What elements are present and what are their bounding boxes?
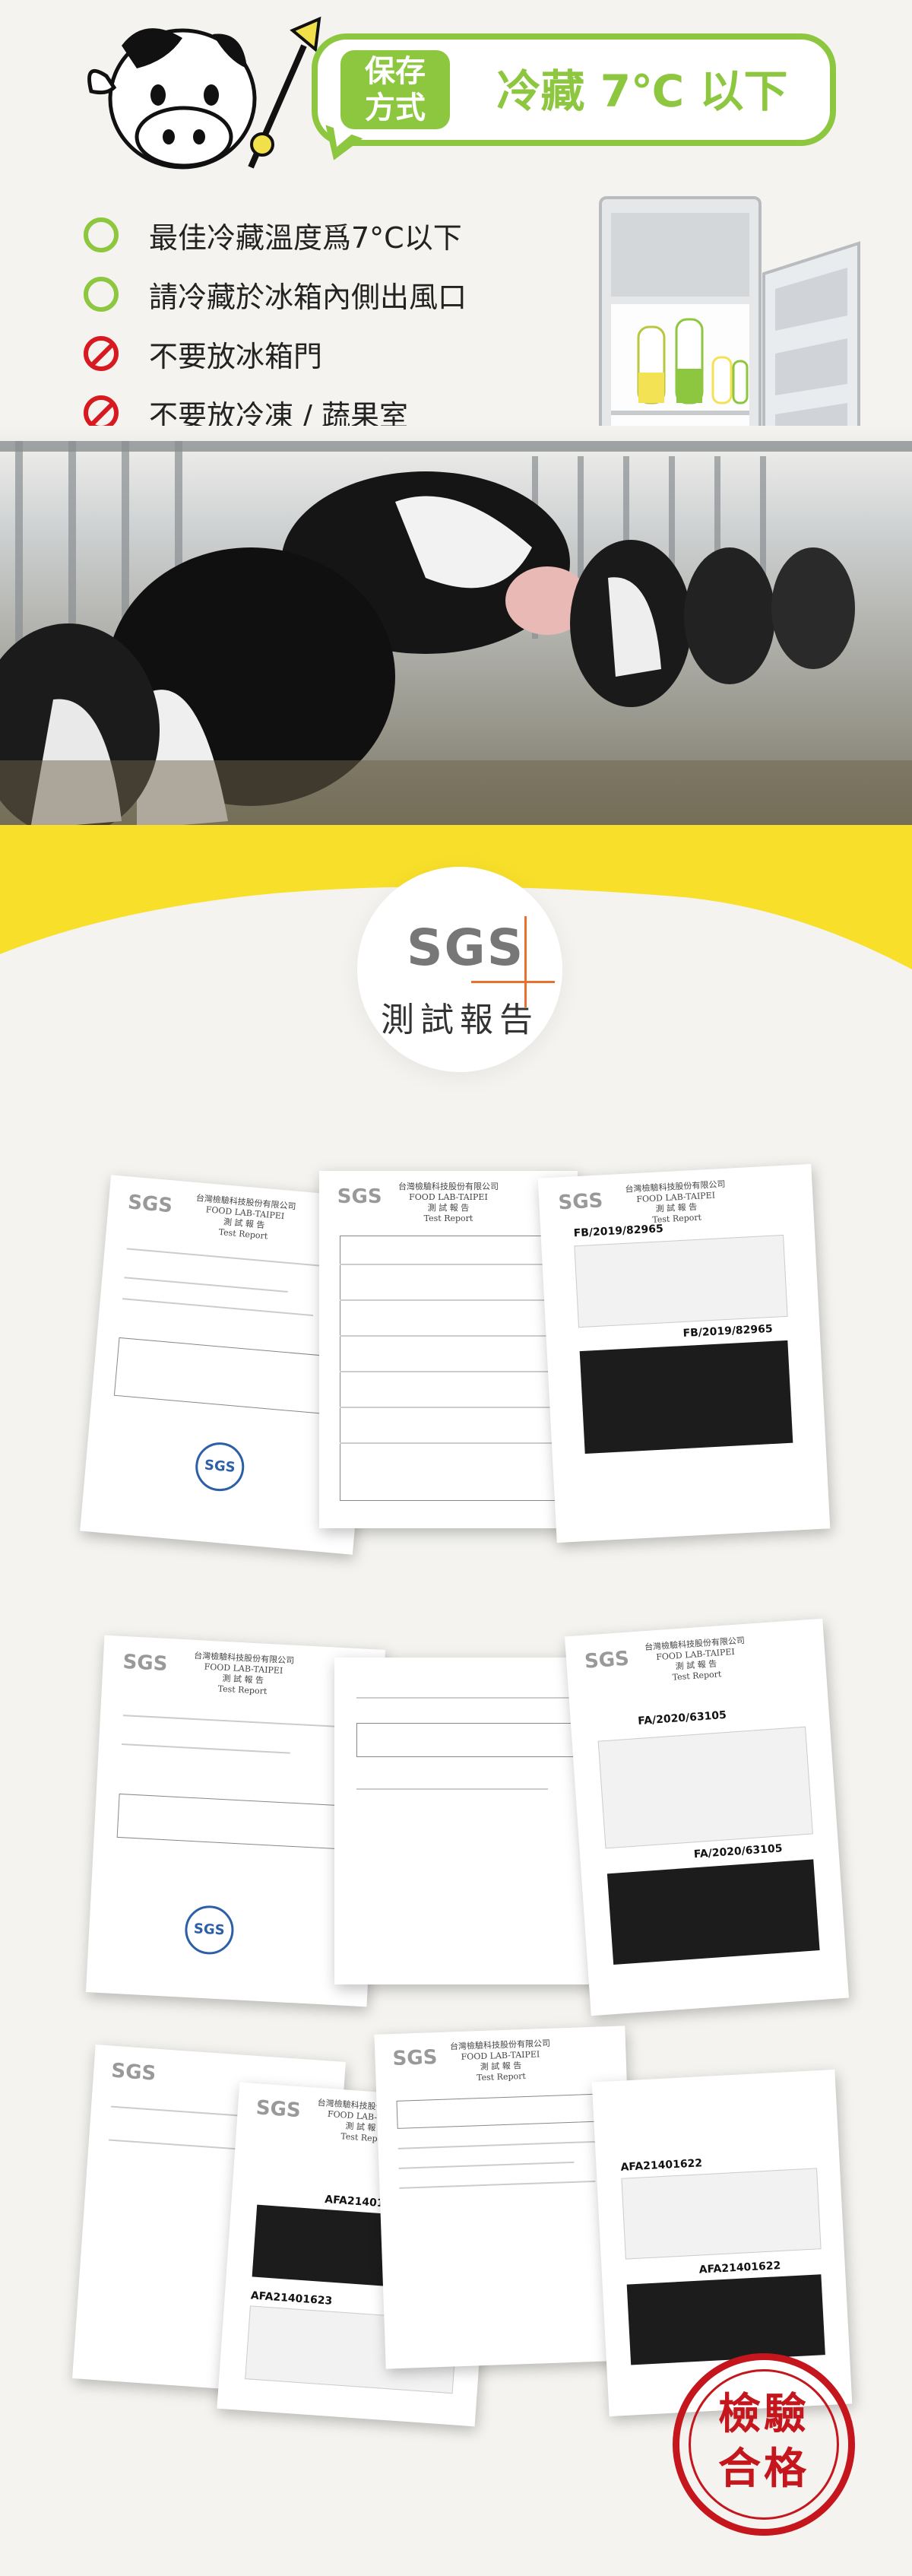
cow-mascot-illustration [87,16,321,170]
report-code: FB/2019/82965 [682,1323,774,1340]
sgs-seal: SGS [183,1904,235,1956]
prohibited-icon [84,336,119,371]
storage-method-label: 保存 方式 [340,50,450,129]
report-page [334,1658,608,1984]
storage-rule: 最佳冷藏溫度爲7°C以下 [84,209,467,261]
inspection-passed-stamp [673,2353,855,2536]
report-code: FA/2020/63105 [693,1842,783,1861]
stamp-text: 檢驗 合格 [718,2390,809,2494]
yellow-wave-divider [0,825,912,969]
sgs-badge [357,867,562,1072]
bottle-photo [579,1340,793,1454]
bottle-photo [597,1726,813,1849]
report-code: AFA21401623 [250,2289,333,2308]
check-circle-icon [84,217,119,252]
sgs-seal: SGS [193,1440,246,1494]
sgs-logo: SGS [407,918,525,977]
storage-rule: 不要放冰箱門 [84,328,467,379]
test-report-title: 測試報告 [381,1001,539,1039]
bottle-photo [621,2167,822,2260]
bottle-photo [574,1235,788,1328]
storage-condition: 冷藏 7℃ 以下 [496,65,788,117]
dairy-cows-photo [0,426,912,829]
check-circle-icon [84,277,119,312]
report-code: AFA21401622 [698,2260,781,2277]
bottle-photo [626,2274,825,2365]
storage-section: 保存 方式 冷藏 7℃ 以下 最佳冷藏溫度爲7°C以下 請冷藏於冰箱內側出風口 … [0,0,912,829]
bottle-photo [606,1859,820,1965]
report-code: FA/2020/63105 [637,1708,727,1727]
storage-rule: 請冷藏於冰箱內側出風口 [84,268,467,320]
report-code: AFA21401622 [620,2156,703,2174]
storage-rules-list: 最佳冷藏溫度爲7°C以下 請冷藏於冰箱內側出風口 不要放冰箱門 不要放冷凍 / … [84,209,467,446]
